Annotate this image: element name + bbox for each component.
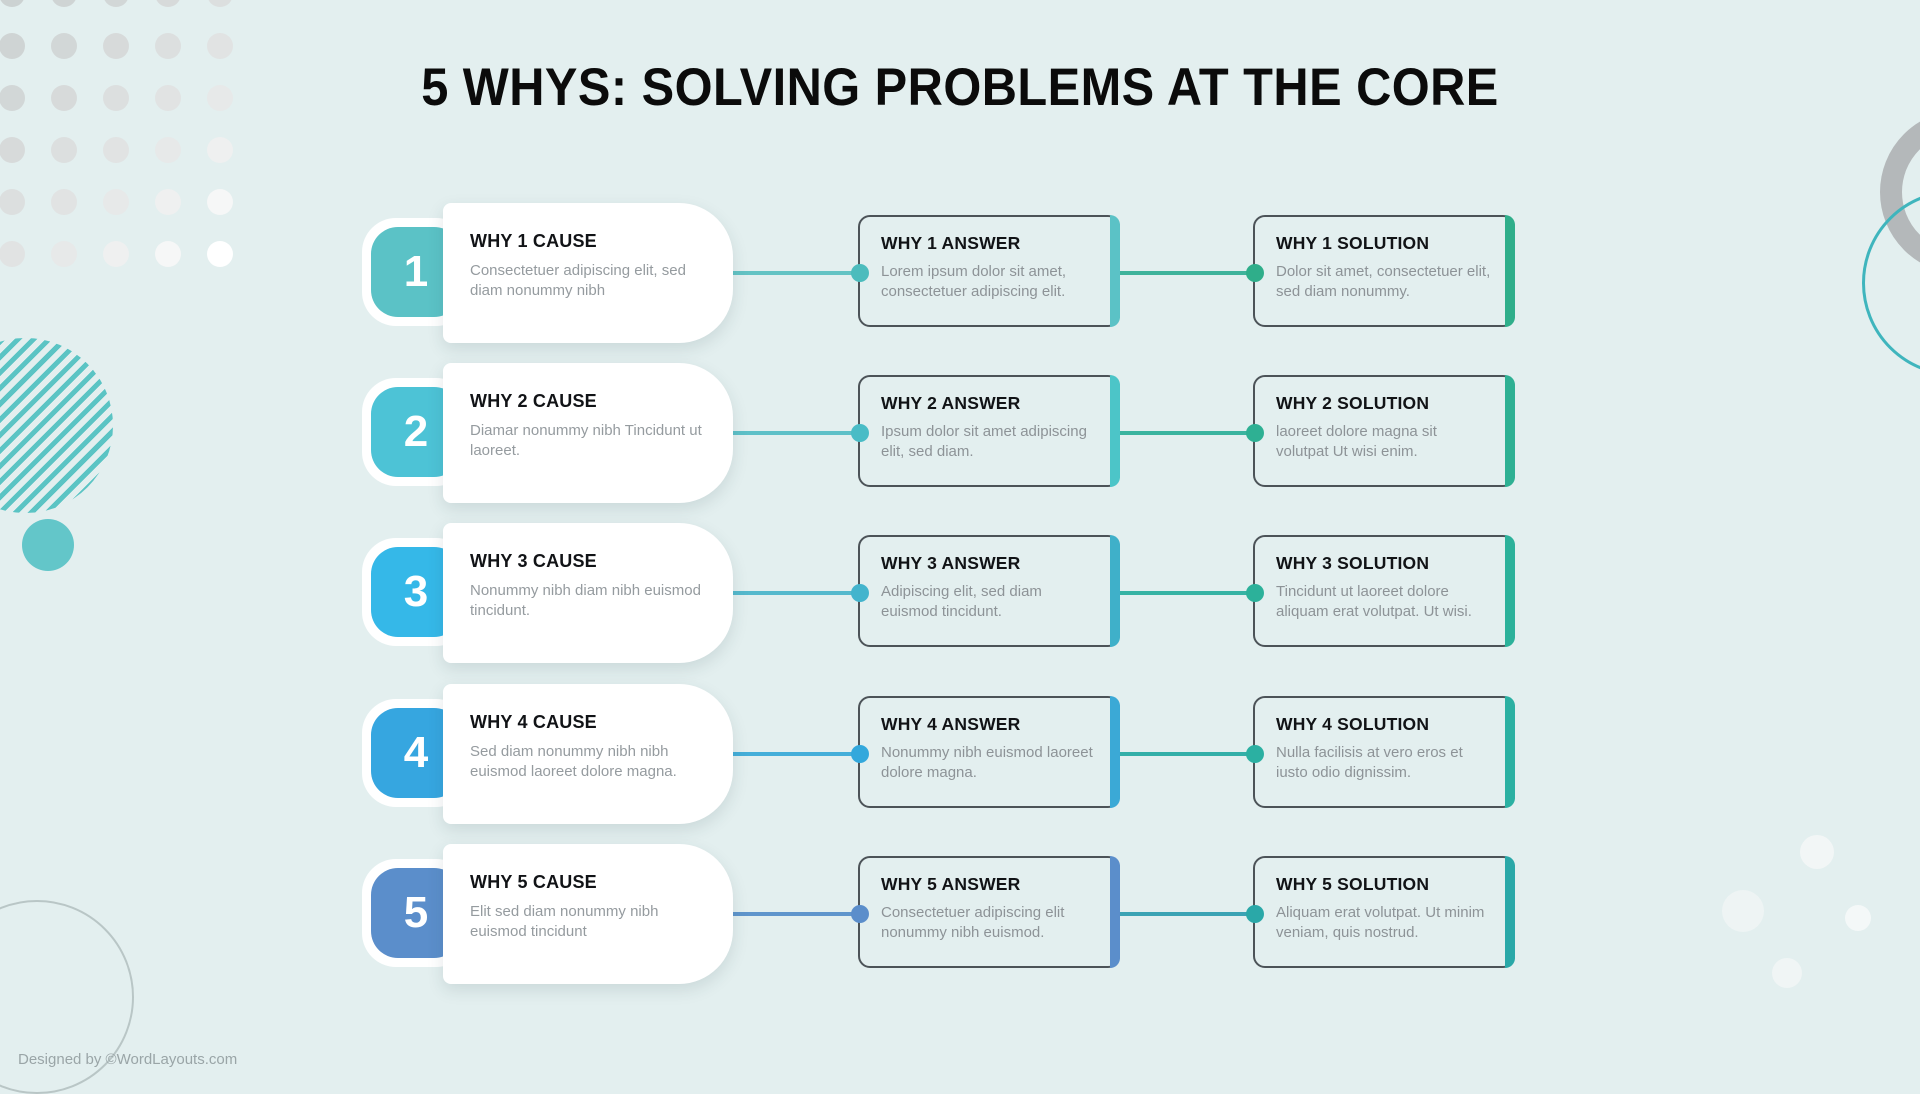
solution-card-2[interactable]: WHY 2 SOLUTION laoreet dolore magna sit v… (1246, 375, 1515, 487)
answer-node-dot (851, 905, 869, 923)
solution-node-dot (1246, 905, 1264, 923)
cause-title: WHY 5 CAUSE (470, 872, 597, 892)
solution-accent-bar (1505, 215, 1515, 327)
solution-title: WHY 2 SOLUTION (1276, 393, 1430, 413)
cause-card-5[interactable]: WHY 5 CAUSE Elit sed diam nonummy nibh eu… (443, 844, 733, 984)
cause-body: Consectetuer adipiscing elit, sed diam n… (470, 262, 686, 299)
footer-credit: Designed by ©WordLayouts.com (18, 1051, 238, 1068)
solution-body: Tincidunt ut laoreet dolore aliquam erat… (1276, 583, 1472, 620)
answer-title: WHY 2 ANSWER (881, 393, 1021, 413)
answer-body: Nonummy nibh euismod laoreet dolore magn… (881, 744, 1093, 781)
connector-answer-to-solution (1118, 271, 1262, 275)
cause-body: Sed diam nonummy nibh nibh euismod laore… (470, 743, 677, 780)
solution-accent-bar (1505, 375, 1515, 487)
answer-node-dot (851, 584, 869, 602)
answer-body: Adipiscing elit, sed diam euismod tincid… (881, 583, 1042, 620)
answer-accent-bar (1110, 215, 1120, 327)
solution-accent-bar (1505, 535, 1515, 647)
solution-title: WHY 1 SOLUTION (1276, 233, 1430, 253)
cause-title: WHY 2 CAUSE (470, 391, 597, 411)
answer-card-5[interactable]: WHY 5 ANSWER Consectetuer adipiscing elit… (851, 856, 1120, 968)
solution-node-dot (1246, 584, 1264, 602)
solution-body: Dolor sit amet, consectetuer elit, sed d… (1276, 263, 1491, 300)
solution-body: laoreet dolore magna sit volutpat Ut wis… (1276, 423, 1437, 460)
cause-title: WHY 1 CAUSE (470, 231, 597, 251)
answer-title: WHY 5 ANSWER (881, 874, 1021, 894)
cause-card-3[interactable]: WHY 3 CAUSE Nonummy nibh diam nibh euismo… (443, 523, 733, 663)
connector-cause-to-answer (730, 431, 867, 435)
cause-card-4[interactable]: WHY 4 CAUSE Sed diam nonummy nibh nibh eu… (443, 684, 733, 824)
answer-body: Lorem ipsum dolor sit amet, consectetuer… (881, 263, 1067, 300)
solution-card-1[interactable]: WHY 1 SOLUTION Dolor sit amet, consectetu… (1246, 215, 1515, 327)
solution-accent-bar (1505, 856, 1515, 968)
answer-body: Consectetuer adipiscing elit nonummy nib… (881, 904, 1065, 941)
answer-accent-bar (1110, 856, 1120, 968)
answer-title: WHY 4 ANSWER (881, 714, 1021, 734)
answer-card-1[interactable]: WHY 1 ANSWER Lorem ipsum dolor sit amet, … (851, 215, 1120, 327)
answer-card-3[interactable]: WHY 3 ANSWER Adipiscing elit, sed diam eu… (851, 535, 1120, 647)
connector-answer-to-solution (1118, 431, 1262, 435)
answer-accent-bar (1110, 375, 1120, 487)
solution-body: Aliquam erat volutpat. Ut minim veniam, … (1276, 904, 1485, 941)
solution-title: WHY 4 SOLUTION (1276, 714, 1430, 734)
solution-title: WHY 5 SOLUTION (1276, 874, 1430, 894)
solution-node-dot (1246, 424, 1264, 442)
answer-node-dot (851, 264, 869, 282)
cause-card-2[interactable]: WHY 2 CAUSE Diamar nonummy nibh Tincidunt… (443, 363, 733, 503)
answer-card-2[interactable]: WHY 2 ANSWER Ipsum dolor sit amet adipisc… (851, 375, 1120, 487)
cause-body: Elit sed diam nonummy nibh euismod tinci… (470, 903, 659, 940)
page-title: 5 WHYS: SOLVING PROBLEMS AT THE CORE (421, 58, 1499, 117)
connector-cause-to-answer (730, 912, 867, 916)
solution-accent-bar (1505, 696, 1515, 808)
answer-body: Ipsum dolor sit amet adipiscing elit, se… (881, 423, 1087, 460)
connector-cause-to-answer (730, 752, 867, 756)
answer-accent-bar (1110, 696, 1120, 808)
connector-answer-to-solution (1118, 591, 1262, 595)
answer-title: WHY 3 ANSWER (881, 553, 1021, 573)
solution-node-dot (1246, 264, 1264, 282)
answer-node-dot (851, 745, 869, 763)
solution-node-dot (1246, 745, 1264, 763)
connector-answer-to-solution (1118, 912, 1262, 916)
answer-title: WHY 1 ANSWER (881, 233, 1021, 253)
solution-body: Nulla facilisis at vero eros et iusto od… (1276, 744, 1463, 781)
solution-card-3[interactable]: WHY 3 SOLUTION Tincidunt ut laoreet dolor… (1246, 535, 1515, 647)
answer-accent-bar (1110, 535, 1120, 647)
connector-answer-to-solution (1118, 752, 1262, 756)
cause-title: WHY 4 CAUSE (470, 712, 597, 732)
solution-title: WHY 3 SOLUTION (1276, 553, 1430, 573)
connector-cause-to-answer (730, 591, 867, 595)
cause-card-1[interactable]: WHY 1 CAUSE Consectetuer adipiscing elit,… (443, 203, 733, 343)
solution-card-5[interactable]: WHY 5 SOLUTION Aliquam erat volutpat. Ut … (1246, 856, 1515, 968)
solution-card-4[interactable]: WHY 4 SOLUTION Nulla facilisis at vero er… (1246, 696, 1515, 808)
answer-card-4[interactable]: WHY 4 ANSWER Nonummy nibh euismod laoreet… (851, 696, 1120, 808)
cause-body: Nonummy nibh diam nibh euismod tincidunt… (470, 582, 701, 619)
cause-body: Diamar nonummy nibh Tincidunt ut laoreet… (470, 422, 702, 459)
connector-cause-to-answer (730, 271, 867, 275)
answer-node-dot (851, 424, 869, 442)
cause-title: WHY 3 CAUSE (470, 551, 597, 571)
